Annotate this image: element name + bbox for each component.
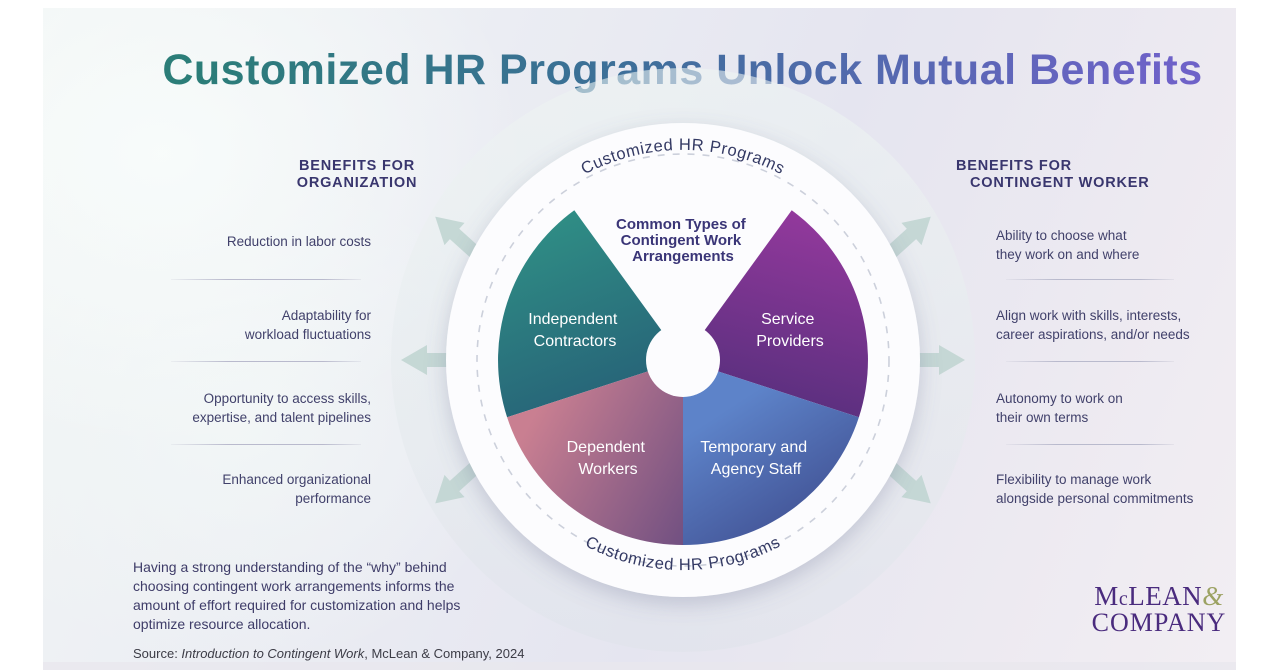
label-service-providers: Service Providers (756, 311, 824, 350)
source-prefix: Source: (133, 646, 182, 661)
segment-temporary-agency-staff (683, 360, 859, 545)
divider (171, 361, 361, 362)
wheel-center-title: Common Types of Contingent Work Arrangem… (616, 216, 750, 265)
divider (1006, 444, 1174, 445)
source-work-title: Introduction to Contingent Work (181, 646, 365, 661)
worker-benefit-autonomy: Autonomy to work on their own terms (996, 391, 1123, 425)
arrow-left-icon (401, 345, 465, 375)
logo-line2: COMPANY (1091, 608, 1227, 637)
center-hole (646, 323, 720, 397)
benefits-contingent-worker-heading: BENEFITS FOR CONTINGENT WORKER (956, 158, 1196, 192)
dashed-circle (476, 153, 890, 567)
source-suffix: , McLean & Company, 2024 (364, 646, 525, 661)
infographic-canvas: Customized HR Programs Unlock Mutual Ben… (43, 8, 1236, 670)
divider (1006, 361, 1174, 362)
benefits-organization-heading: BENEFITS FOR ORGANIZATION (247, 158, 467, 192)
divider (171, 279, 361, 280)
footnote-paragraph: Having a strong understanding of the “wh… (133, 559, 461, 632)
source-citation: Source: Introduction to Contingent Work,… (133, 646, 524, 661)
label-dependent-workers: Dependent Workers (567, 439, 650, 478)
segment-independent-contractors (498, 210, 683, 418)
logo-line1: McLEAN& (1094, 581, 1224, 611)
worker-benefit-choice: Ability to choose what they work on and … (996, 228, 1140, 262)
org-benefit-labor-costs: Reduction in labor costs (226, 234, 371, 249)
label-independent-contractors: Independent Contractors (528, 311, 621, 350)
heading-line: ORGANIZATION (296, 175, 418, 191)
org-benefit-adaptability: Adaptability for workload fluctuations (244, 308, 371, 342)
mclean-company-logo: McLEAN& COMPANY (1083, 581, 1235, 637)
arrow-right-icon (901, 345, 965, 375)
label-temporary-agency-staff: Temporary and Agency Staff (700, 439, 811, 478)
org-benefit-skills-access: Opportunity to access skills, expertise,… (192, 391, 371, 425)
contingent-work-wheel-diagram: Customized HR Programs Customized HR Pro… (391, 68, 975, 652)
segment-dependent-workers (507, 360, 683, 545)
heading-line: BENEFITS FOR (956, 158, 1072, 174)
divider (1006, 279, 1174, 280)
org-benefit-performance: Enhanced organizational performance (222, 472, 371, 506)
bottom-edge-band (43, 662, 1236, 670)
heading-line: CONTINGENT WORKER (970, 175, 1150, 191)
logo-ampersand: & (1202, 581, 1224, 611)
heading-line: BENEFITS FOR (299, 158, 415, 174)
segment-service-providers (683, 210, 868, 418)
worker-benefit-alignment: Align work with skills, interests, caree… (996, 308, 1190, 342)
divider (171, 444, 361, 445)
worker-benefit-flexibility: Flexibility to manage work alongside per… (996, 472, 1194, 506)
